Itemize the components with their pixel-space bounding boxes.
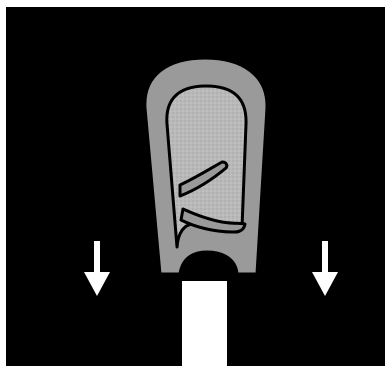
center-stem (182, 281, 227, 366)
